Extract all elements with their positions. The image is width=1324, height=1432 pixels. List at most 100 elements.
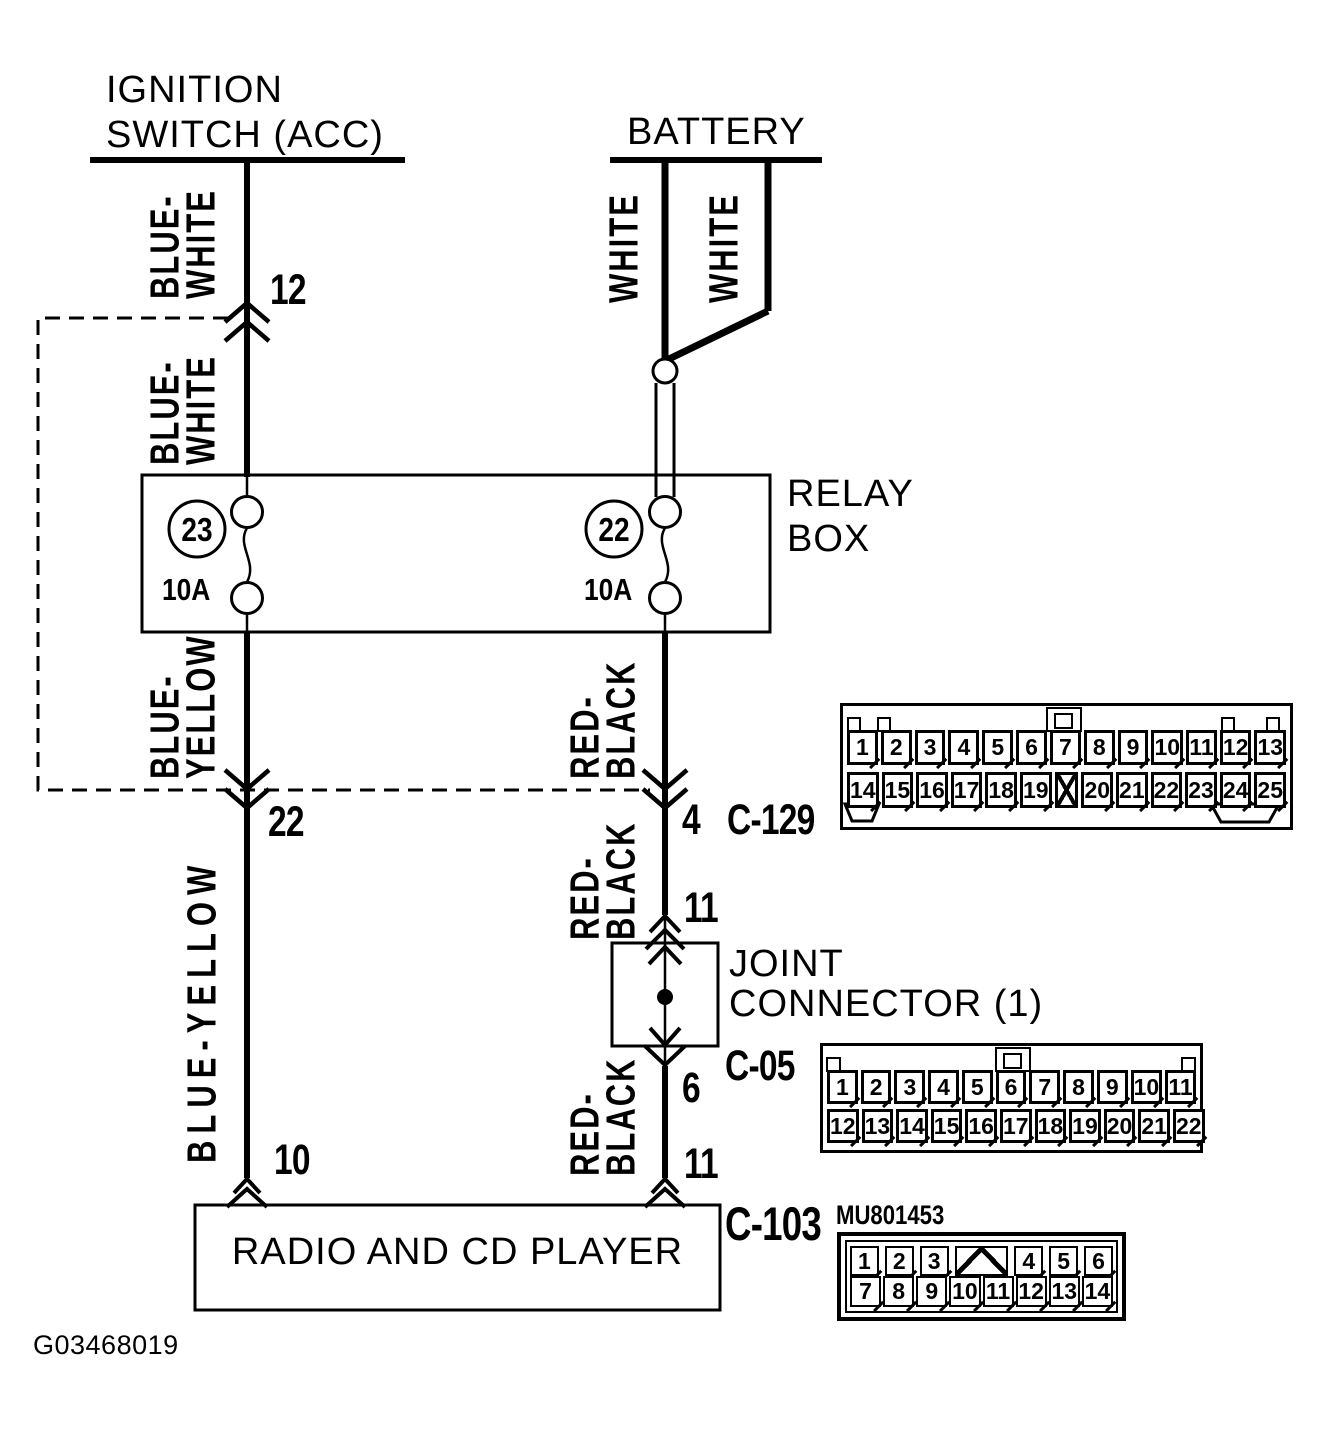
pin-cell: 12 xyxy=(1015,1276,1047,1307)
pin-cell: 8 xyxy=(883,1276,915,1307)
pin-12-chevrons xyxy=(223,300,271,343)
housing-tab xyxy=(1054,713,1073,729)
pin-6: 6 xyxy=(682,1064,701,1112)
pin-cell: 7 xyxy=(1029,1070,1061,1104)
pin-cell: 22 xyxy=(1150,772,1183,808)
pin-cell: 5 xyxy=(961,1070,993,1104)
pin-cell: 15 xyxy=(881,772,914,808)
pin-cell: 3 xyxy=(914,730,946,765)
c103-inner-border xyxy=(845,1240,1118,1313)
pin-cell xyxy=(1054,772,1079,808)
connector-c05-name: C-05 xyxy=(725,1042,795,1090)
pin-cell: 8 xyxy=(1083,730,1115,765)
pin-cell: 22 xyxy=(1172,1109,1205,1143)
pin-cell: 3 xyxy=(894,1070,926,1104)
pin-cell: 17 xyxy=(950,772,983,808)
pin-cell: 10 xyxy=(949,1276,981,1307)
joint-in-chevrons xyxy=(644,913,686,966)
pin-cell: 14 xyxy=(896,1109,928,1143)
pin-cell: 17 xyxy=(999,1109,1032,1143)
pin-cell: 11 xyxy=(982,1276,1014,1307)
pin-cell: 6 xyxy=(995,1070,1027,1104)
connector-dashed-line xyxy=(36,316,650,792)
pin-cell: 7 xyxy=(850,1276,882,1307)
pin-cell: 18 xyxy=(1034,1109,1067,1143)
pin-cell: 9 xyxy=(1096,1070,1128,1104)
wire-white xyxy=(651,160,772,497)
pin-cell: 6 xyxy=(1016,730,1047,765)
fuse-23-number: 23 xyxy=(181,511,213,548)
pin-cell: 13 xyxy=(1048,1276,1080,1307)
pin-cell: 16 xyxy=(965,1109,997,1143)
fuse-22-symbol xyxy=(584,495,682,632)
pin-cell: 19 xyxy=(1069,1109,1101,1143)
joint-out-chevrons xyxy=(643,1026,687,1068)
pin-cell: 4 xyxy=(1014,1246,1044,1276)
battery-label: BATTERY xyxy=(627,111,806,153)
pin-cell: 11 xyxy=(1186,730,1217,765)
pin-cell: 2 xyxy=(884,1246,914,1276)
pin-cell: 5 xyxy=(1049,1246,1079,1276)
radio-label: RADIO AND CD PLAYER xyxy=(231,1231,684,1273)
pin-cell: 21 xyxy=(1138,1109,1170,1143)
connector-c103-name: C-103 xyxy=(725,1197,822,1250)
fuse-22-rating: 10A xyxy=(584,572,633,607)
pin-22-chevrons xyxy=(223,768,271,811)
pin-11-joint: 11 xyxy=(684,884,719,932)
pin-cell: 1 xyxy=(847,730,878,765)
pin-cell: 4 xyxy=(948,730,980,765)
pin-cell: 2 xyxy=(880,730,912,765)
pin-4-chevrons xyxy=(641,768,689,811)
relay-box-outline xyxy=(140,473,772,634)
fuse-22-number: 22 xyxy=(598,511,630,548)
pin-cell: 12 xyxy=(827,1109,859,1143)
pin-cell: 12 xyxy=(1219,730,1252,765)
pin-cell: 19 xyxy=(1019,772,1052,808)
pin-cell: 20 xyxy=(1081,772,1114,808)
pin-cell: 10 xyxy=(1151,730,1184,765)
pin-cell: 3 xyxy=(919,1246,949,1276)
pin-cell: 2 xyxy=(860,1070,892,1104)
radio-box-outline xyxy=(193,1203,722,1312)
pin-cell: 10 xyxy=(1130,1070,1163,1104)
pin-cell: 20 xyxy=(1103,1109,1136,1143)
ignition-switch-label: IGNITION SWITCH (ACC) xyxy=(106,69,384,156)
pin-cell: 25 xyxy=(1254,772,1286,808)
connector-c129-name: C-129 xyxy=(727,796,815,844)
pin-cell: 6 xyxy=(1084,1246,1113,1276)
fuse-23-symbol xyxy=(167,495,264,615)
relay-box-label: RELAY BOX xyxy=(787,473,914,560)
joint-junction-dot xyxy=(657,989,673,1005)
pin-cell xyxy=(954,1246,1009,1276)
pin-cell: 14 xyxy=(1081,1276,1113,1307)
pin-cell: 7 xyxy=(1049,730,1081,765)
pin-cell: 8 xyxy=(1063,1070,1094,1104)
pin-cell: 24 xyxy=(1219,772,1252,808)
pin-11-radio: 11 xyxy=(684,1140,719,1188)
pin-10: 10 xyxy=(274,1136,311,1184)
radio-pin-11-chevrons xyxy=(643,1176,687,1209)
pin-cell: 11 xyxy=(1165,1070,1196,1104)
pin-12: 12 xyxy=(270,266,307,314)
pin-cell: 14 xyxy=(847,772,879,808)
pin-cell: 13 xyxy=(1254,730,1287,765)
pin-cell: 4 xyxy=(928,1070,959,1104)
radio-pin-10-chevrons xyxy=(225,1176,269,1209)
pin-cell: 16 xyxy=(916,772,948,808)
pin-cell: 13 xyxy=(861,1109,894,1143)
pin-cell: 18 xyxy=(985,772,1017,808)
figure-id: G03468019 xyxy=(33,1330,179,1360)
fuse-23-rating: 10A xyxy=(162,572,211,607)
pin-cell: 1 xyxy=(827,1070,858,1104)
pin-22: 22 xyxy=(268,798,305,846)
pin-cell: 1 xyxy=(850,1246,879,1276)
